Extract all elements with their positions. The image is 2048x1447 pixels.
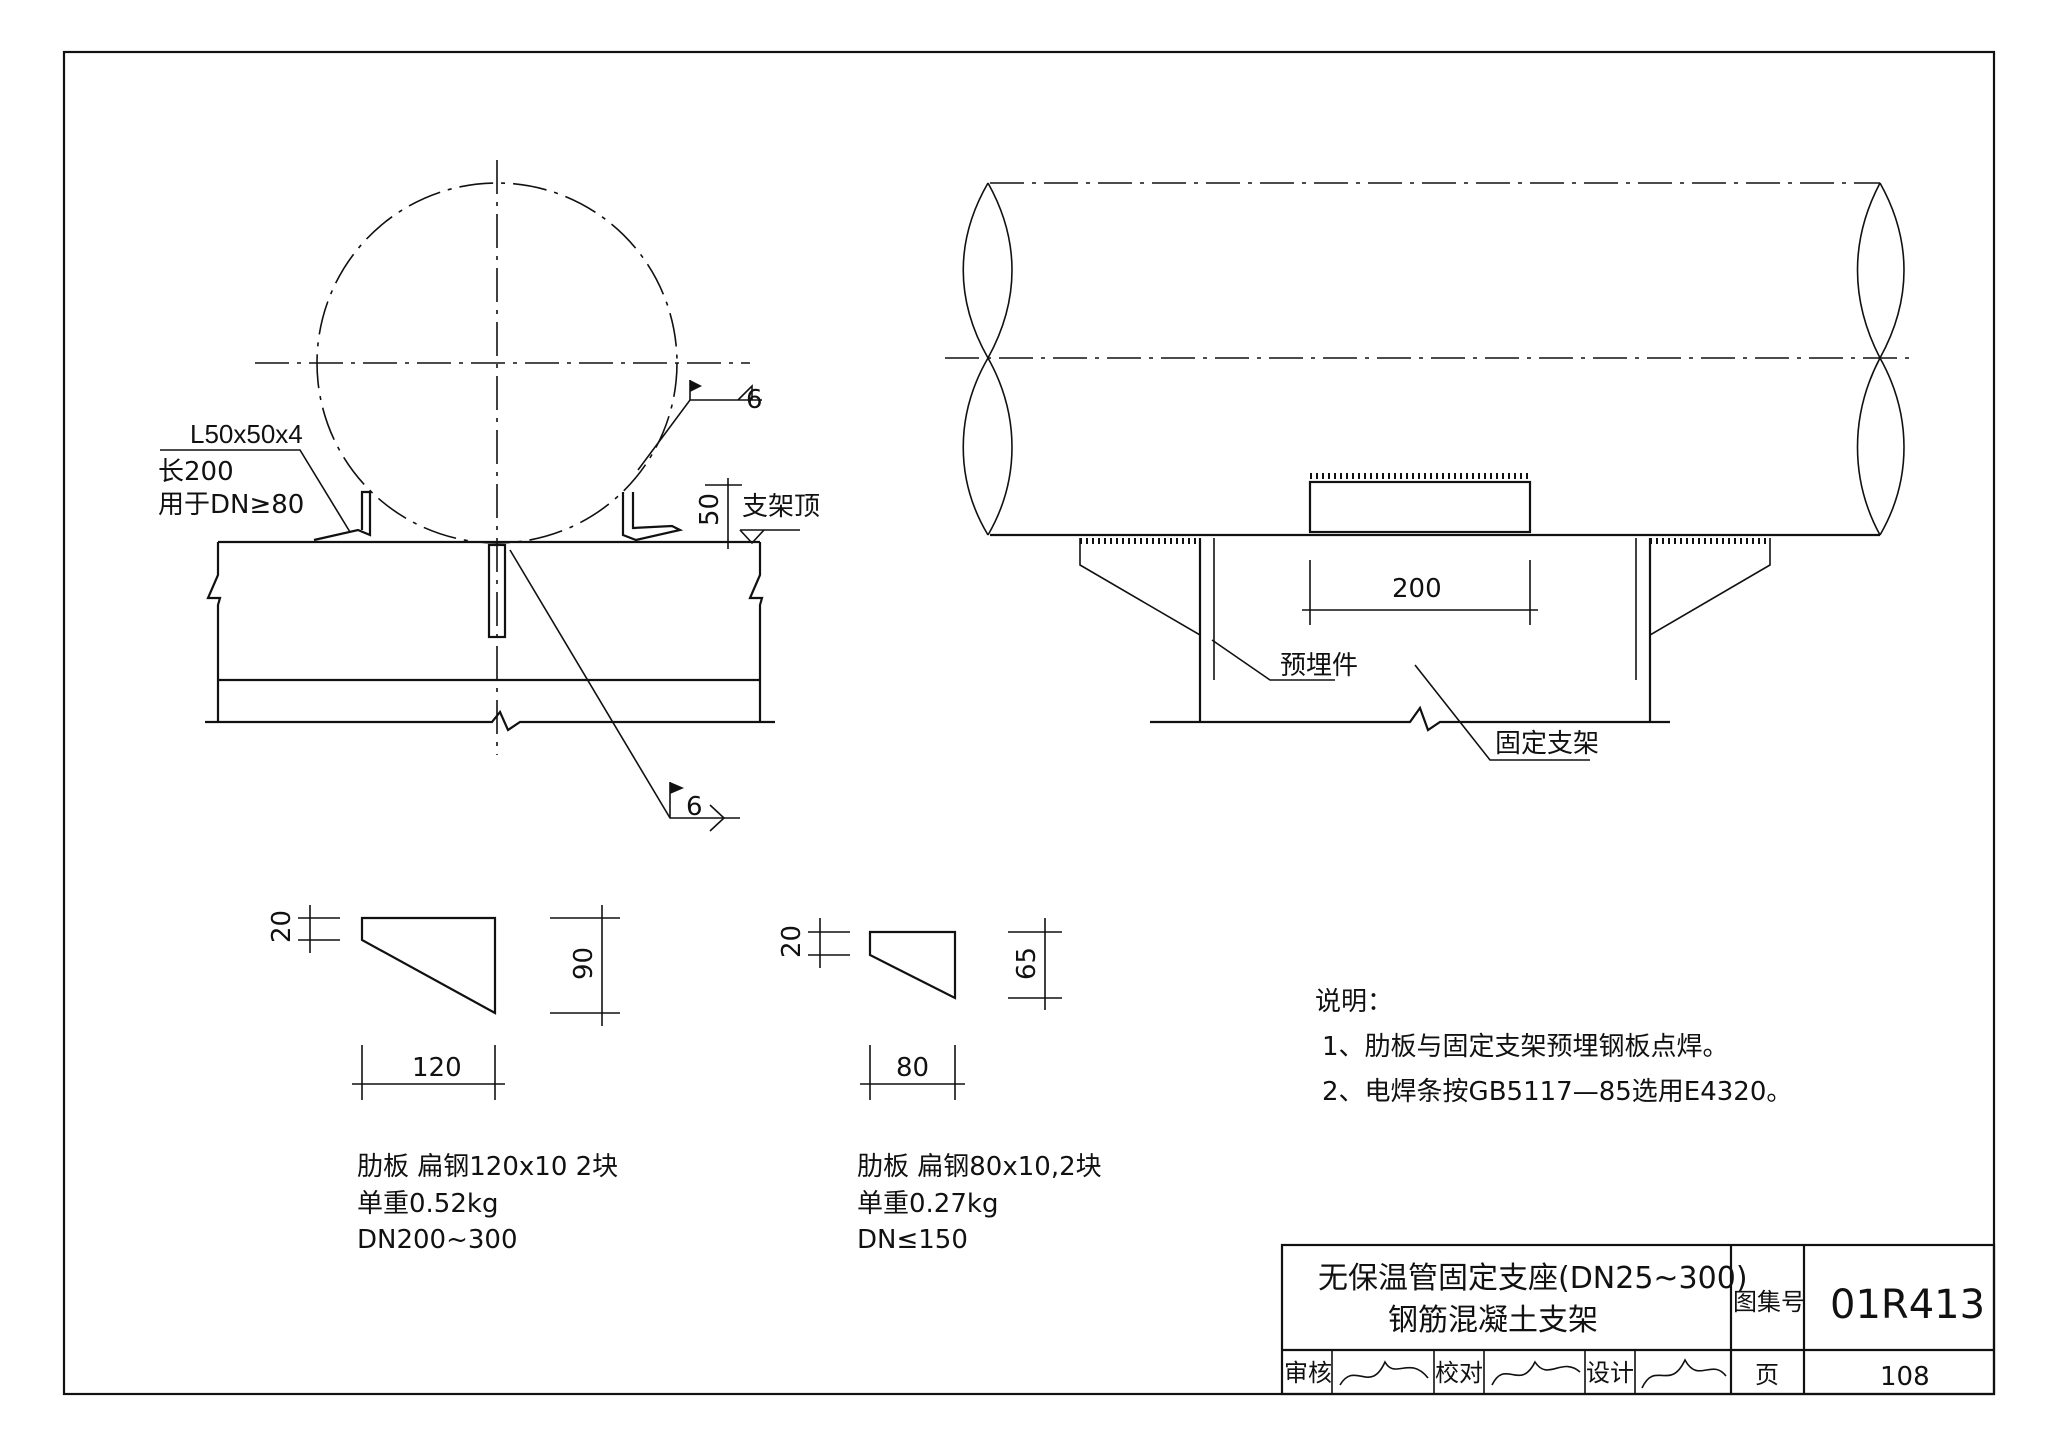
fixed-support-label: 固定支架 bbox=[1495, 729, 1599, 759]
designer-signature bbox=[1641, 1358, 1727, 1389]
right-angle-steel bbox=[621, 492, 684, 542]
rib-large-spec: 肋板 扁钢120x10 2块 bbox=[357, 1152, 618, 1182]
left-break-curve-b bbox=[987, 182, 1013, 536]
rib-small-weight: 单重0.27kg bbox=[857, 1189, 998, 1219]
rib-large-dim-20: 20 bbox=[267, 910, 297, 943]
rib-small-spec: 肋板 扁钢80x10,2块 bbox=[857, 1152, 1102, 1182]
right-break-curve-a bbox=[1856, 182, 1881, 536]
angle-leader-line bbox=[160, 449, 351, 533]
review-label: 审核 bbox=[1284, 1359, 1332, 1387]
embedded-leader bbox=[1211, 639, 1335, 681]
embedded-plate bbox=[1308, 480, 1532, 534]
embedded-bolt bbox=[487, 543, 507, 639]
support-top-label: 支架顶 bbox=[742, 492, 820, 522]
rib-small-dim-20: 20 bbox=[777, 925, 807, 958]
rib-large-range: DN200~300 bbox=[357, 1225, 518, 1255]
page-number: 108 bbox=[1880, 1362, 1930, 1392]
sheet-border bbox=[62, 50, 1996, 1396]
rib-small-shape bbox=[868, 930, 957, 1000]
rib-large-shape bbox=[360, 916, 497, 1015]
rib-small-detail bbox=[808, 918, 1062, 1100]
dim-50-label: 50 bbox=[695, 493, 725, 526]
support-top-triangle bbox=[739, 529, 765, 545]
beam-left-edge bbox=[206, 542, 222, 722]
dim-200-label: 200 bbox=[1392, 574, 1442, 604]
support-leader bbox=[1414, 664, 1590, 761]
rib-small-dim-80: 80 bbox=[896, 1053, 929, 1083]
angle-label-3: 用于DN≥80 bbox=[158, 490, 304, 520]
weld-leader-bottom bbox=[509, 549, 740, 819]
support-base-break bbox=[1150, 705, 1670, 732]
check-label: 校对 bbox=[1435, 1359, 1483, 1387]
note-2: 2、电焊条按GB5117—85选用E4320。 bbox=[1322, 1077, 1792, 1107]
elevation-view bbox=[945, 182, 1915, 761]
weld-flag-bottom bbox=[670, 782, 684, 794]
weld-flag-top bbox=[690, 380, 702, 392]
left-break-curve-a bbox=[962, 182, 989, 536]
checker-signature bbox=[1491, 1360, 1581, 1386]
beam-right-edge bbox=[748, 542, 764, 722]
section-view bbox=[160, 160, 800, 832]
rib-large-dim-90: 90 bbox=[569, 947, 599, 980]
left-angle-steel bbox=[313, 490, 372, 542]
embedded-part-label: 预埋件 bbox=[1280, 651, 1358, 681]
right-rib bbox=[1649, 538, 1771, 637]
design-label: 设计 bbox=[1586, 1359, 1634, 1387]
reviewer-signature bbox=[1339, 1360, 1429, 1386]
rib-large-weight: 单重0.52kg bbox=[357, 1189, 498, 1219]
beam-bottom-break bbox=[205, 709, 775, 732]
rib-large-dim-120: 120 bbox=[412, 1053, 462, 1083]
atlas-number: 01R413 bbox=[1830, 1282, 1985, 1328]
title-block-frame bbox=[1280, 1243, 1996, 1396]
angle-label-2: 长200 bbox=[158, 457, 234, 487]
weld-fillet-top bbox=[737, 384, 753, 401]
notes-heading: 说明： bbox=[1315, 987, 1393, 1017]
rib-small-dim-65: 65 bbox=[1012, 947, 1042, 980]
rib-large-detail bbox=[298, 905, 620, 1100]
title-line-2: 钢筋混凝土支架 bbox=[1388, 1303, 1598, 1338]
weld-fillet-bottom bbox=[709, 804, 726, 832]
rib-small-range: DN≤150 bbox=[857, 1225, 968, 1255]
weld-leader-top bbox=[637, 399, 762, 471]
left-rib bbox=[1079, 538, 1201, 637]
weld-size-top: 6 bbox=[746, 385, 763, 415]
page-label: 页 bbox=[1755, 1361, 1779, 1389]
atlas-label: 图集号 bbox=[1733, 1288, 1805, 1316]
note-1: 1、肋板与固定支架预埋钢板点焊。 bbox=[1322, 1032, 1729, 1062]
angle-label-1: L50x50x4 bbox=[190, 419, 303, 449]
title-block bbox=[1280, 1243, 1996, 1396]
right-break-curve-b bbox=[1879, 182, 1905, 536]
title-line-1: 无保温管固定支座(DN25~300) bbox=[1318, 1261, 1748, 1296]
weld-size-bottom: 6 bbox=[686, 792, 703, 822]
